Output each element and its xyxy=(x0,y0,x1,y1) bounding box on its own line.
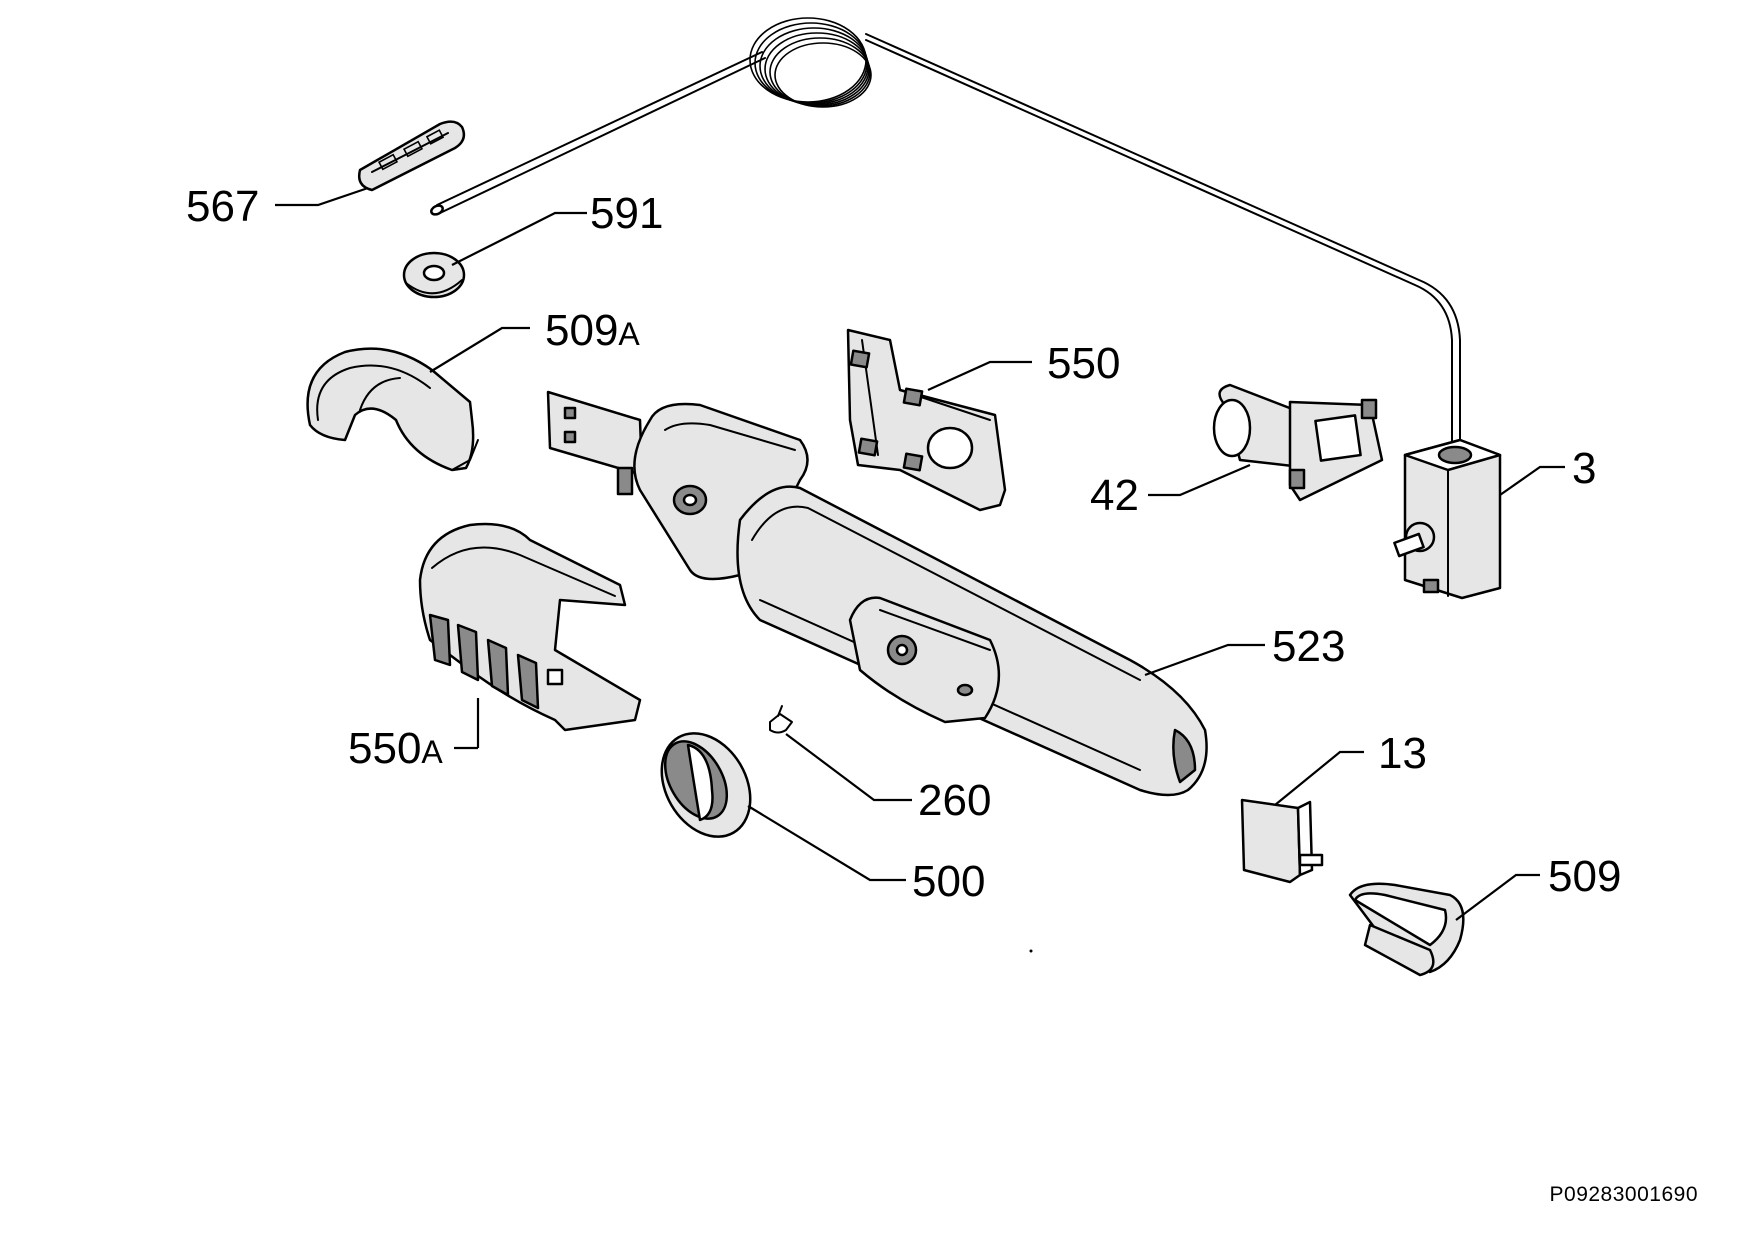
callout-3: 3 xyxy=(1572,444,1596,493)
callout-500: 500 xyxy=(912,857,985,906)
capillary-tube xyxy=(430,17,1461,443)
callout-509a: 509A xyxy=(545,306,640,355)
callout-260: 260 xyxy=(918,776,991,825)
part-260-clip xyxy=(769,705,793,734)
part-13-switch xyxy=(1240,798,1324,884)
callout-550a-number: 550 xyxy=(348,724,421,773)
callout-550a-suffix: A xyxy=(421,734,443,770)
part-523-control-housing xyxy=(546,390,1208,797)
part-550-bracket-plate xyxy=(846,328,1007,512)
callout-labels: 567 591 509A 550 42 3 523 550A 13 260 50… xyxy=(186,182,1621,906)
callout-509a-suffix: A xyxy=(618,316,640,352)
callout-13: 13 xyxy=(1378,729,1427,778)
callout-550: 550 xyxy=(1047,339,1120,388)
stray-dot xyxy=(1029,949,1033,953)
part-509-slider-cap xyxy=(1348,882,1465,977)
callout-509: 509 xyxy=(1548,852,1621,901)
part-550a-louvred-shade xyxy=(418,522,642,732)
callout-550a: 550A xyxy=(348,724,443,773)
part-42-lamp-socket xyxy=(1212,383,1384,502)
callout-567: 567 xyxy=(186,182,259,231)
part-509a-elbow-cover xyxy=(306,347,479,472)
part-591-washer xyxy=(402,251,466,299)
reference-code: P09283001690 xyxy=(1549,1183,1698,1206)
capillary-coil xyxy=(749,17,872,108)
part-3-thermostat xyxy=(1393,438,1502,600)
callout-591: 591 xyxy=(590,189,663,238)
callout-42: 42 xyxy=(1090,471,1139,520)
part-567-grille xyxy=(358,120,466,192)
callout-523: 523 xyxy=(1272,622,1345,671)
leader-lines xyxy=(275,186,1565,921)
part-500-knob xyxy=(660,732,752,838)
callout-509a-number: 509 xyxy=(545,306,618,355)
